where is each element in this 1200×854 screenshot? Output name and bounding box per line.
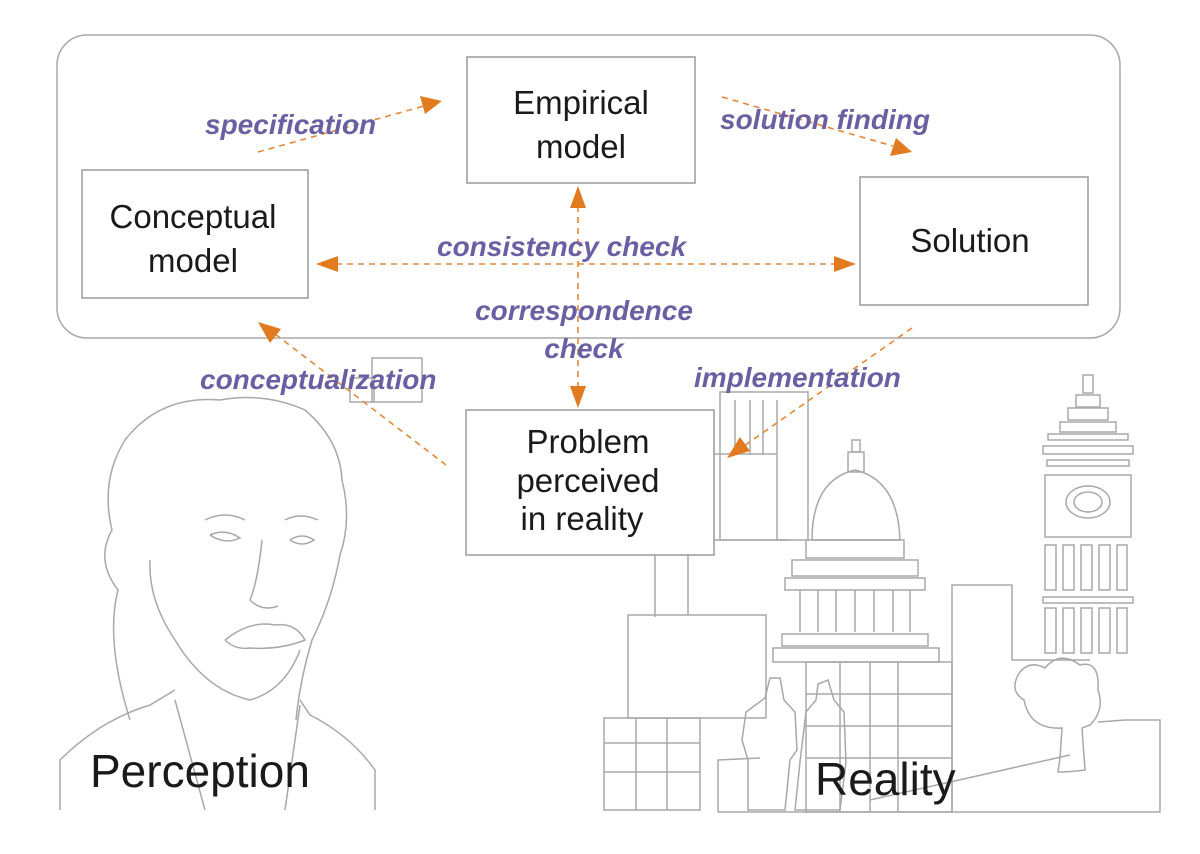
model-world-frame bbox=[56, 34, 1121, 339]
solution-finding-arrow bbox=[721, 96, 894, 147]
perception-caption: Perception bbox=[90, 745, 310, 797]
consistency-left-arrowhead bbox=[316, 256, 338, 272]
conceptual-model-line-2: model bbox=[148, 242, 238, 279]
implementation-arrow bbox=[743, 327, 913, 447]
correspondence-check-label-2: check bbox=[544, 333, 625, 364]
city-illustration bbox=[603, 374, 1161, 813]
implementation-arrowhead bbox=[727, 437, 750, 458]
problem-line-2: perceived bbox=[516, 462, 659, 499]
specification-arrowhead bbox=[420, 96, 442, 114]
conceptualization-label: conceptualization bbox=[200, 364, 436, 395]
arrows bbox=[257, 96, 913, 466]
conceptual-model-box: Conceptual model bbox=[81, 169, 309, 299]
correspondence-up-arrowhead bbox=[570, 186, 586, 208]
specification-label: specification bbox=[205, 109, 376, 140]
conceptual-model-line-1: Conceptual bbox=[110, 198, 277, 235]
empirical-model-line-1: Empirical bbox=[513, 84, 649, 121]
solution-line-1: Solution bbox=[910, 222, 1029, 259]
conceptualization-arrow bbox=[274, 333, 447, 466]
empirical-model-line-2: model bbox=[536, 128, 626, 165]
specification-arrow bbox=[257, 105, 425, 153]
solution-finding-label: solution finding bbox=[720, 104, 930, 135]
portrait-illustration bbox=[59, 357, 423, 811]
consistency-right-arrowhead bbox=[834, 256, 856, 272]
problem-line-3: in reality bbox=[521, 500, 644, 537]
implementation-label: implementation bbox=[694, 362, 901, 393]
reality-caption: Reality bbox=[815, 753, 956, 805]
problem-box: Problem perceived in reality bbox=[465, 409, 715, 556]
solution-box: Solution bbox=[859, 176, 1089, 306]
conceptualization-arrowhead bbox=[258, 322, 281, 343]
consistency-check-label: consistency check bbox=[437, 231, 687, 262]
correspondence-check-label-1: correspondence bbox=[475, 295, 693, 326]
correspondence-down-arrowhead bbox=[570, 386, 586, 408]
problem-line-1: Problem bbox=[527, 423, 650, 460]
solution-finding-arrowhead bbox=[890, 138, 912, 156]
empirical-model-box: Empirical model bbox=[466, 56, 696, 184]
